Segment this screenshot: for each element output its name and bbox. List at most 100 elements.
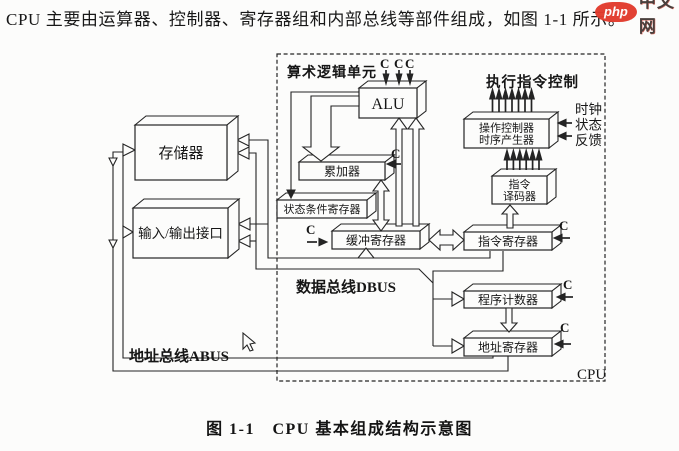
- hollow-arrowhead-dbus-to-buffer: [356, 247, 376, 259]
- black-arrow-opctrl-out-4: [508, 86, 516, 100]
- figure-caption: 图 1-1 CPU 基本组成结构示意图: [206, 421, 473, 438]
- box-instruction-decoder: [491, 175, 548, 205]
- black-arrow-opctrl-out-5: [514, 86, 523, 100]
- line-abus-outer: [112, 151, 509, 372]
- c-arrow-buffer: [318, 237, 329, 247]
- label-clock: 时钟: [575, 101, 602, 117]
- box-address-register-top: [462, 330, 563, 339]
- label-c-ar: C: [560, 320, 569, 335]
- black-arrow-decoder-to-opctrl-1: [503, 147, 511, 161]
- black-arrow-opctrl-out-3: [501, 86, 510, 100]
- cpu-dashed-frame: [276, 53, 606, 382]
- box-operation-controller-label-2: 时序产生器: [479, 133, 534, 147]
- box-io: [132, 207, 229, 259]
- label-alu-unit: 算术逻辑单元: [287, 64, 377, 81]
- arrowhead-into-memory-right-1: [235, 133, 250, 147]
- black-arrow-decoder-to-opctrl-5: [529, 147, 537, 161]
- box-status-register-label: 状态条件寄存器: [284, 202, 361, 216]
- box-memory-label: 存储器: [158, 145, 203, 162]
- c-arrow-pc: [555, 292, 566, 302]
- label-exec-ctrl: 执行指令控制: [486, 73, 579, 91]
- line-alu-to-psw: [290, 91, 359, 191]
- box-program-counter-top: [462, 283, 563, 292]
- hollow-arrow-alu-to-acc: [301, 95, 360, 162]
- line-ir-feeder: [432, 251, 504, 346]
- box-alu: [358, 87, 418, 119]
- black-arrow-opctrl-out-2: [495, 86, 503, 100]
- box-buffer-register: [331, 230, 421, 250]
- black-arrow-opctrl-out-6: [521, 86, 529, 100]
- black-arrow-c-into-alu-2: [395, 73, 403, 87]
- clock-arrow-2: [556, 131, 567, 141]
- box-instruction-decoder-label-1: 指令: [509, 177, 531, 191]
- black-arrow-opctrl-out-7: [527, 86, 536, 100]
- box-operation-controller-top: [462, 111, 560, 120]
- box-status-register: [276, 199, 368, 219]
- arrowhead-into-io-right-2: [236, 234, 251, 248]
- black-arrow-decoder-to-opctrl-4: [522, 147, 530, 161]
- box-program-counter-label: 程序计数器: [478, 292, 538, 307]
- arrowhead-into-memory-right-2: [235, 146, 250, 160]
- arrowhead-into-pc-left: [451, 291, 466, 307]
- box-io-label: 输入/输出接口: [138, 225, 223, 241]
- abus-hook-io: [108, 239, 118, 250]
- logo-text: 中文网: [638, 0, 675, 36]
- black-arrow-decoder-to-opctrl-2: [509, 147, 517, 161]
- black-arrow-decoder-to-opctrl-6: [535, 147, 543, 161]
- label-c-ir: C: [559, 218, 568, 233]
- box-address-register: [463, 337, 553, 357]
- hollow-arrow-ir-to-decoder: [500, 204, 520, 229]
- box-memory-top: [133, 115, 240, 126]
- arrowhead-into-io-left: [122, 225, 135, 239]
- hollow-arrow-pc-to-ar: [499, 307, 519, 333]
- box-instruction-register-label: 指令寄存器: [478, 233, 538, 248]
- mouse-cursor: [242, 331, 257, 352]
- black-arrow-c-into-alu-1: [382, 73, 390, 87]
- intro-text: CPU 主要由运算器、控制器、寄存器组和内部总线等部件组成，如图 1-1 所示。: [6, 10, 626, 29]
- hollow-arrow-acc-buffer-bidir: [371, 179, 391, 232]
- box-address-register-label: 地址寄存器: [478, 339, 538, 354]
- line-dbus-lower: [249, 152, 434, 284]
- label-c-alu-3: C: [405, 56, 414, 71]
- hollow-arrow-buffer-to-alu-1: [389, 117, 409, 227]
- abus-hook-memory: [108, 157, 118, 168]
- label-status: 状态: [575, 118, 602, 133]
- hollow-arrow-buffer-ir-bidir: [428, 228, 465, 252]
- c-arrow-acc: [385, 159, 396, 169]
- box-instruction-register: [463, 231, 553, 251]
- hollow-arrow-buffer-to-alu-2: [406, 117, 426, 227]
- box-alu-side: [416, 79, 427, 120]
- black-arrow-c-into-alu-3: [406, 73, 414, 87]
- box-accumulator-label: 累加器: [324, 164, 360, 178]
- box-accumulator-top: [297, 154, 396, 163]
- box-instruction-decoder-label-2: 译码器: [503, 190, 536, 203]
- box-operation-controller: [463, 118, 550, 149]
- box-alu-label: ALU: [372, 96, 405, 113]
- box-io-side: [227, 197, 240, 260]
- label-dbus: 数据总线DBUS: [296, 278, 396, 296]
- label-c-alu-1: C: [380, 56, 389, 71]
- c-arrow-ar: [553, 339, 564, 349]
- label-feedback: 反馈: [575, 133, 602, 148]
- arrowhead-into-io-right-1: [236, 217, 251, 231]
- box-accumulator: [298, 161, 386, 181]
- arrowhead-into-ar-left: [451, 338, 466, 354]
- label-c-acc: C: [391, 146, 400, 161]
- black-arrow-decoder-to-opctrl-3: [516, 147, 524, 161]
- site-logo: php 中文网: [595, 0, 679, 36]
- c-arrow-ir: [552, 233, 563, 243]
- black-arrowhead-into-psw: [286, 189, 296, 200]
- arrowhead-into-memory-left: [122, 143, 137, 157]
- box-instruction-decoder-top: [490, 168, 558, 177]
- box-operation-controller-label-1: 操作控制器: [479, 121, 534, 135]
- box-memory-side: [226, 114, 239, 182]
- box-io-top: [131, 198, 241, 209]
- label-c-buffer: C: [306, 222, 315, 237]
- box-buffer-register-label: 缓冲寄存器: [346, 232, 406, 247]
- label-abus: 地址总线ABUS: [129, 347, 229, 365]
- black-arrow-opctrl-out-1: [488, 86, 497, 100]
- line-abus-inner: [122, 145, 494, 359]
- clock-arrow-1: [556, 118, 567, 128]
